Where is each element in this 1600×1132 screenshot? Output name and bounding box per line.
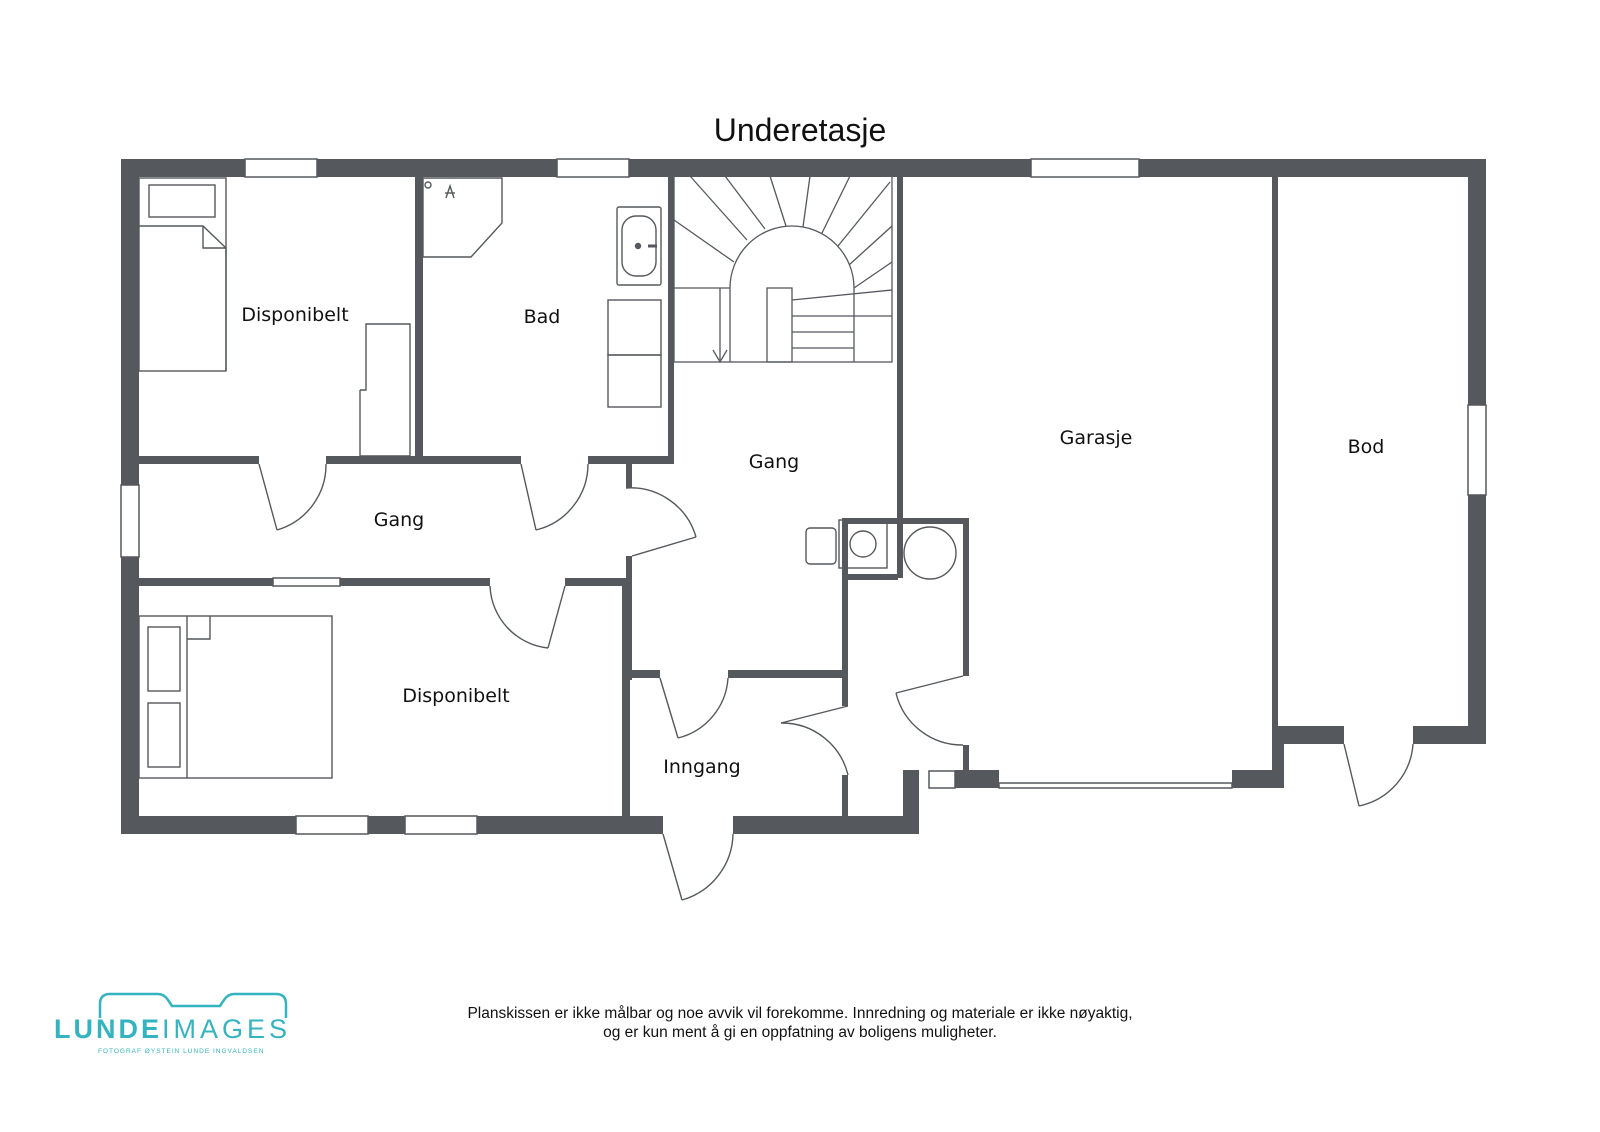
staircase bbox=[673, 175, 893, 364]
logo-tagline: FOTOGRAF ØYSTEIN LUNDE INGVALDSEN bbox=[98, 1048, 265, 1055]
room-label-gang-left: Gang bbox=[373, 509, 425, 531]
room-label-bod: Bod bbox=[1347, 436, 1385, 458]
room-label-garasje: Garasje bbox=[1059, 427, 1133, 449]
doors bbox=[258, 463, 1414, 901]
disclaimer-line-1: Planskissen er ikke målbar og noe avvik … bbox=[467, 1005, 1133, 1022]
room-label-bad: Bad bbox=[523, 306, 561, 328]
room-label-disponibelt-top: Disponibelt bbox=[241, 304, 349, 326]
logo-brand-light: IMAGES bbox=[162, 1014, 292, 1044]
lunde-images-logo: LUNDEIMAGES FOTOGRAF ØYSTEIN LUNDE INGVA… bbox=[50, 990, 290, 1060]
furniture bbox=[138, 177, 957, 779]
logo-brand-bold: LUNDE bbox=[54, 1014, 162, 1044]
logo-camera-arc-icon bbox=[98, 992, 288, 1018]
disclaimer: Planskissen er ikke målbar og noe avvik … bbox=[380, 1004, 1220, 1042]
room-label-gang-center: Gang bbox=[748, 451, 800, 473]
disclaimer-line-2: og er kun ment å gi en oppfatning av bol… bbox=[603, 1024, 997, 1041]
floor-title: Underetasje bbox=[713, 112, 887, 148]
room-label-disponibelt-bottom: Disponibelt bbox=[402, 685, 510, 707]
logo-wordmark: LUNDEIMAGES bbox=[54, 1014, 291, 1045]
walls bbox=[121, 159, 1486, 834]
windows bbox=[120, 158, 1487, 835]
room-label-inngang: Inngang bbox=[663, 756, 741, 778]
